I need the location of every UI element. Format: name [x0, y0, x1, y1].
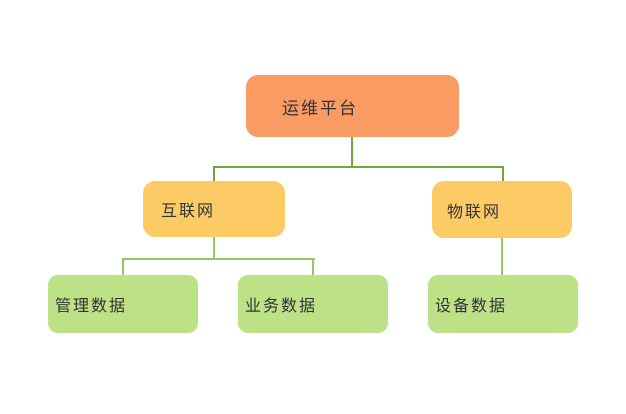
connector-iot-to-device-data — [501, 238, 503, 275]
connector-internet-to-mgmt-data — [122, 258, 124, 275]
connector-level2-horizontal — [122, 258, 315, 260]
connector-internet-stem — [213, 237, 215, 260]
node-device-data: 设备数据 — [428, 275, 578, 333]
node-iot: 物联网 — [432, 181, 572, 238]
node-business-data: 业务数据 — [238, 275, 388, 333]
connector-root-stem — [351, 137, 353, 168]
node-ops-platform: 运维平台 — [246, 75, 459, 137]
connector-root-to-internet — [213, 166, 215, 181]
node-management-data: 管理数据 — [48, 275, 198, 333]
connector-internet-to-business-data — [312, 258, 314, 275]
connector-root-to-iot — [502, 166, 504, 181]
node-internet: 互联网 — [143, 181, 285, 237]
connector-level1-horizontal — [213, 166, 504, 168]
